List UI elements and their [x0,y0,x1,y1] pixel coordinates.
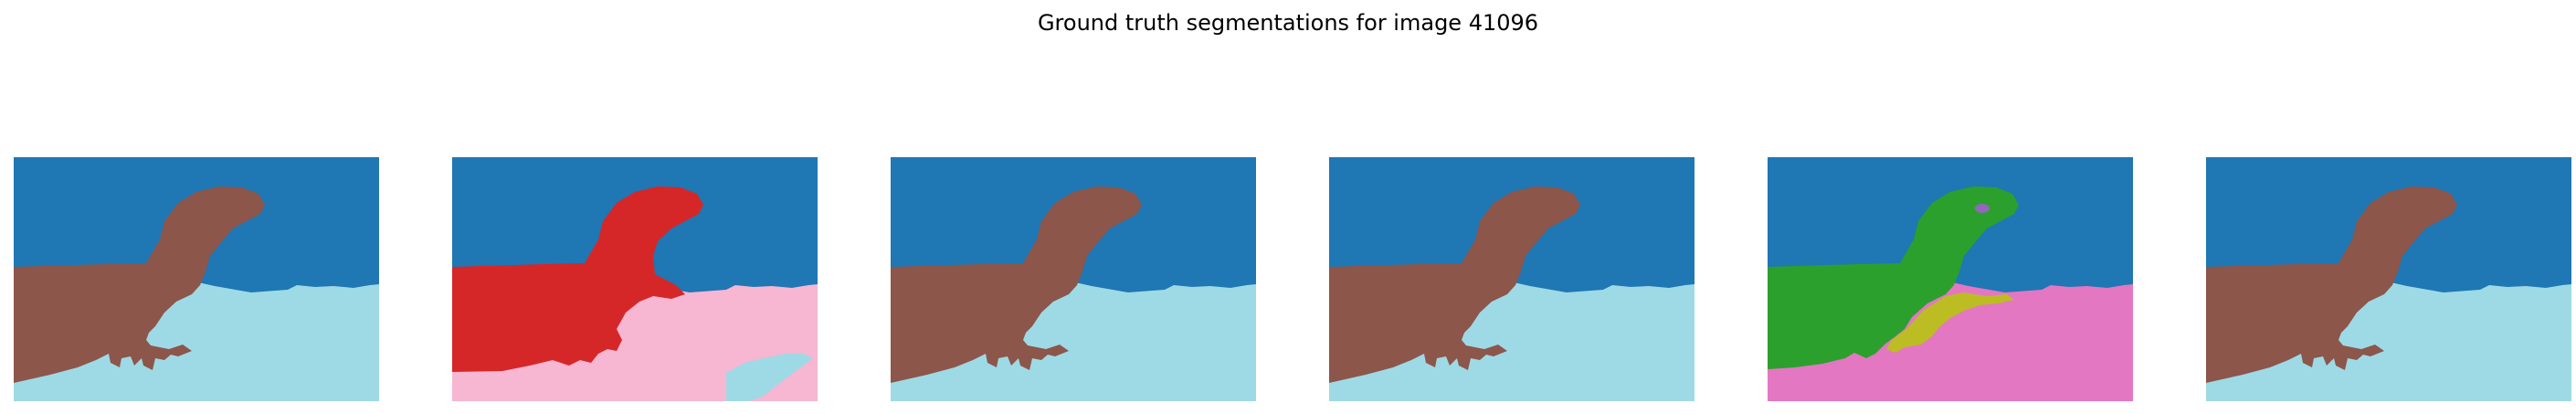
segmentation-image-3 [891,157,1256,401]
ground-patch-region [726,354,813,401]
segmentation-panel-5 [1768,157,2133,401]
figure-title: Ground truth segmentations for image 410… [1037,10,1539,36]
lizard-region [1329,186,1580,383]
lizard-region [2206,186,2457,383]
segmentation-image-2 [452,157,818,401]
lizard-eye-region [1975,204,1990,213]
segmentation-panel-3 [891,157,1256,401]
lizard-region [14,186,265,383]
segmentation-panel-2 [452,157,818,401]
segmentation-image-6 [2206,157,2571,401]
lizard-belly-region [1886,292,2014,353]
lizard-region [891,186,1142,383]
segmentation-image-4 [1329,157,1694,401]
lizard-region [1768,186,2019,369]
segmentation-panel-4 [1329,157,1694,401]
segmentation-image-5 [1768,157,2133,401]
segmentation-panel-1 [14,157,379,401]
segmentation-panel-6 [2206,157,2571,401]
segmentation-image-1 [14,157,379,401]
lizard-region [452,186,703,372]
